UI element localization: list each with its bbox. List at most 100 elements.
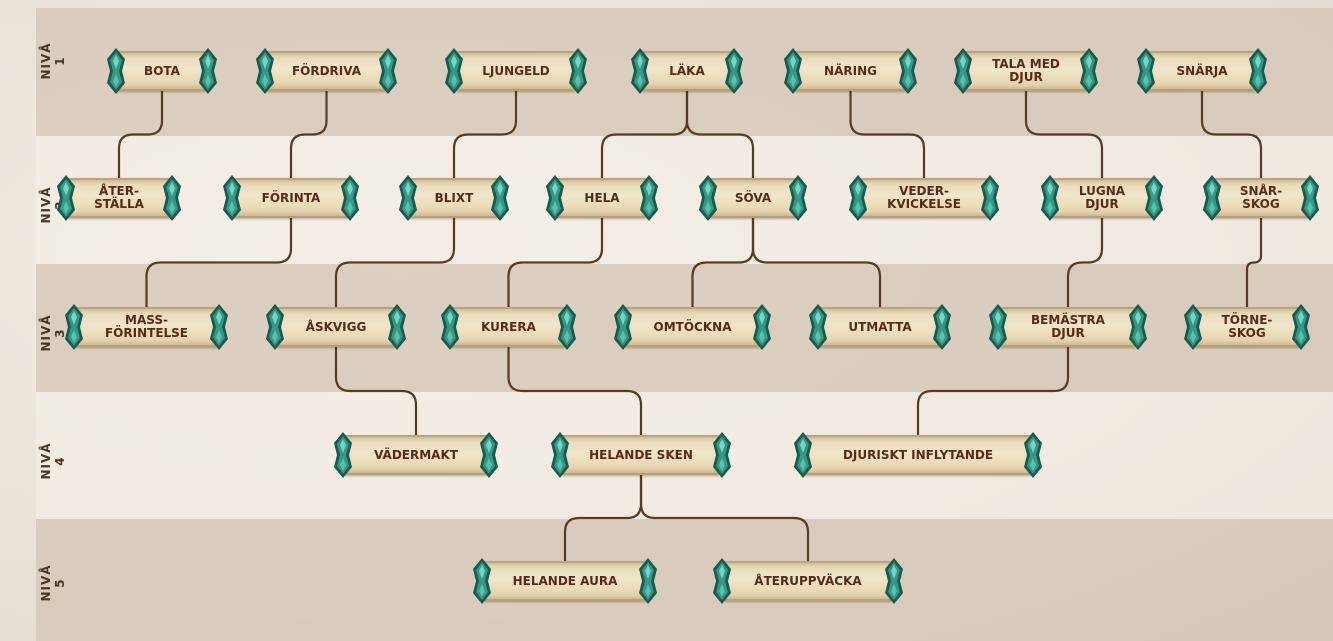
skill-node-tala-med-djur[interactable]: TALA MED DJUR: [953, 47, 1099, 95]
gem-icon: [263, 303, 287, 351]
gem-icon: [1181, 303, 1205, 351]
gem-icon: [253, 47, 277, 95]
gem-icon: [543, 174, 567, 222]
skill-node-snarskog[interactable]: SNÅR- SKOG: [1202, 174, 1320, 222]
connector-naring-vederkvickelse: [851, 91, 925, 178]
skill-node-hela[interactable]: HELA: [545, 174, 659, 222]
gem-icon: [846, 174, 870, 222]
skill-node-laka[interactable]: LÄKA: [630, 47, 744, 95]
connector-sova-utmatta: [753, 218, 880, 307]
gem-icon: [555, 303, 579, 351]
gem-icon: [978, 174, 1002, 222]
skill-label: MASS- FÖRINTELSE: [105, 314, 188, 340]
gem-icon: [710, 557, 734, 605]
connector-bemastra_djur-djuriskt_inflytande: [918, 347, 1068, 435]
skill-label: HELANDE AURA: [513, 575, 618, 588]
gem-icon: [1142, 174, 1166, 222]
gem-icon: [196, 47, 220, 95]
gem-icon: [951, 47, 975, 95]
skill-node-snarja[interactable]: SNÄRJA: [1136, 47, 1268, 95]
gem-icon: [566, 47, 590, 95]
connector-kurera-helande_sken: [509, 347, 642, 435]
skill-label: VÄDERMAKT: [374, 449, 458, 462]
gem-icon: [548, 431, 572, 479]
skill-node-forinta[interactable]: FÖRINTA: [222, 174, 360, 222]
skill-node-bemastra-djur[interactable]: BEMÄSTRA DJUR: [988, 303, 1148, 351]
connector-lugna_djur-bemastra_djur: [1068, 218, 1102, 307]
skill-node-sova[interactable]: SÖVA: [698, 174, 808, 222]
gem-icon: [62, 303, 86, 351]
gem-icon: [696, 174, 720, 222]
connector-tala_med_djur-lugna_djur: [1026, 91, 1102, 178]
gem-icon: [104, 47, 128, 95]
skill-node-massforintelse[interactable]: MASS- FÖRINTELSE: [64, 303, 229, 351]
skill-node-ljungeld[interactable]: LJUNGELD: [444, 47, 588, 95]
connector-snarskog-torneskog: [1247, 218, 1261, 307]
gem-icon: [488, 174, 512, 222]
gem-icon: [1298, 174, 1322, 222]
connector-helande_sken-helande_aura: [565, 475, 641, 561]
skill-node-askvigg[interactable]: ÅSKVIGG: [265, 303, 407, 351]
gem-icon: [396, 174, 420, 222]
gem-icon: [986, 303, 1010, 351]
gem-icon: [376, 47, 400, 95]
skill-node-djuriskt-inflytande[interactable]: DJURISKT INFLYTANDE: [793, 431, 1043, 479]
skill-node-naring[interactable]: NÄRING: [783, 47, 918, 95]
gem-icon: [385, 303, 409, 351]
connector-blixt-askvigg: [336, 218, 454, 307]
gem-icon: [470, 557, 494, 605]
gem-icon: [220, 174, 244, 222]
connector-forinta-massforintelse: [147, 218, 292, 307]
connector-askvigg-vadermakt: [336, 347, 416, 435]
connector-hela-kurera: [509, 218, 603, 307]
gem-icon: [710, 431, 734, 479]
gem-icon: [1246, 47, 1270, 95]
skill-label: ÅTERUPPVÄCKA: [754, 575, 861, 588]
skill-node-helande-aura[interactable]: HELANDE AURA: [472, 557, 658, 605]
skill-label: BEMÄSTRA DJUR: [1031, 314, 1105, 340]
skill-node-ateruppvacka[interactable]: ÅTERUPPVÄCKA: [712, 557, 904, 605]
gem-icon: [786, 174, 810, 222]
skill-node-utmatta[interactable]: UTMATTA: [808, 303, 952, 351]
gem-icon: [477, 431, 501, 479]
gem-icon: [628, 47, 652, 95]
skill-label: FÖRDRIVA: [292, 65, 361, 78]
gem-icon: [791, 431, 815, 479]
skill-node-torneskog[interactable]: TÖRNE- SKOG: [1183, 303, 1311, 351]
connector-sova-omtockna: [693, 218, 754, 307]
gem-icon: [207, 303, 231, 351]
skill-node-vadermakt[interactable]: VÄDERMAKT: [333, 431, 499, 479]
gem-icon: [54, 174, 78, 222]
skill-label: SNÅR- SKOG: [1240, 185, 1282, 211]
skill-label: BLIXT: [435, 192, 474, 205]
skill-node-lugna-djur[interactable]: LUGNA DJUR: [1040, 174, 1164, 222]
skill-label: BOTA: [144, 65, 180, 78]
connector-ljungeld-blixt: [454, 91, 516, 178]
skill-node-bota[interactable]: BOTA: [106, 47, 218, 95]
gem-icon: [750, 303, 774, 351]
gem-icon: [438, 303, 462, 351]
skill-node-omtockna[interactable]: OMTÖCKNA: [613, 303, 772, 351]
skill-node-helande-sken[interactable]: HELANDE SKEN: [550, 431, 732, 479]
gem-icon: [637, 174, 661, 222]
gem-icon: [1021, 431, 1045, 479]
skill-label: TALA MED DJUR: [992, 58, 1060, 84]
skill-node-fordriva[interactable]: FÖRDRIVA: [255, 47, 398, 95]
gem-icon: [781, 47, 805, 95]
skill-node-blixt[interactable]: BLIXT: [398, 174, 510, 222]
skill-node-kurera[interactable]: KURERA: [440, 303, 577, 351]
connector-snarja-snarskog: [1202, 91, 1261, 178]
gem-icon: [331, 431, 355, 479]
gem-icon: [1077, 47, 1101, 95]
skill-node-vederkvickelse[interactable]: VEDER- KVICKELSE: [848, 174, 1000, 222]
gem-icon: [1134, 47, 1158, 95]
skill-label: ÅTER- STÄLLA: [94, 185, 144, 211]
gem-icon: [442, 47, 466, 95]
gem-icon: [1289, 303, 1313, 351]
skill-label: FÖRINTA: [262, 192, 321, 205]
skill-node-aterstalla[interactable]: ÅTER- STÄLLA: [56, 174, 182, 222]
gem-icon: [806, 303, 830, 351]
skill-label: SNÄRJA: [1177, 65, 1228, 78]
skill-label: ÅSKVIGG: [306, 321, 367, 334]
